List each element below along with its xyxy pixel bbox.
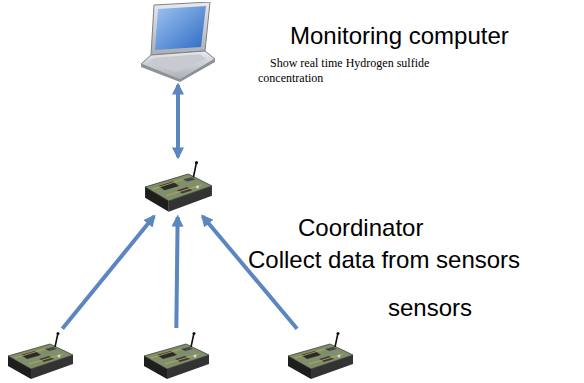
- node-description: Show real time Hydrogen sulfide concentr…: [258, 56, 458, 86]
- circuit-board-icon: [141, 331, 211, 381]
- sensor-board: sensors: [285, 331, 355, 381]
- node-heading: Coordinator: [298, 214, 423, 242]
- monitoring-computer: Monitoring computerShow real time Hydrog…: [140, 2, 216, 82]
- data-link-arrow: [62, 216, 154, 328]
- circuit-board-icon: [285, 331, 355, 381]
- data-link-arrow: [176, 217, 177, 328]
- data-link-arrow: [176, 85, 180, 157]
- circuit-board-icon: [5, 331, 75, 381]
- laptop-icon: [140, 2, 216, 82]
- circuit-board-icon: [142, 160, 214, 214]
- node-description: Collect data from sensors: [248, 246, 520, 274]
- coordinator-board: CoordinatorCollect data from sensors: [142, 160, 214, 214]
- sensor-board: [5, 331, 75, 381]
- group-label: sensors: [388, 294, 472, 322]
- sensor-board: [141, 331, 211, 381]
- node-heading: Monitoring computer: [290, 22, 509, 50]
